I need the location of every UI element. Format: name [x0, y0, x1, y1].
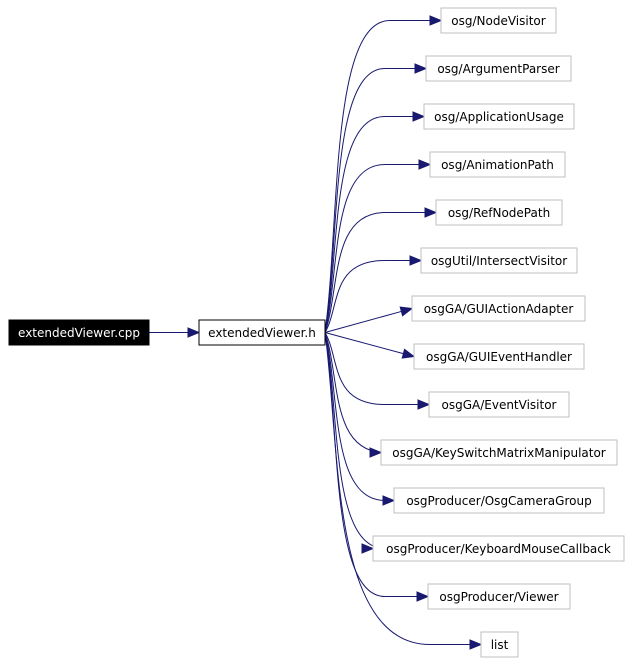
edge-arrowhead [401, 348, 416, 359]
edge-header-to-include [324, 116, 413, 333]
include-node[interactable]: list [480, 631, 519, 658]
edge-header-to-include [324, 332, 470, 645]
edge-arrowhead [382, 495, 396, 506]
edge-arrowhead [424, 207, 438, 218]
edge-arrowhead [412, 111, 426, 122]
include-node-label: list [491, 638, 509, 652]
edge-arrowhead [187, 327, 201, 338]
include-node-box [380, 439, 618, 466]
include-node-box [413, 343, 585, 370]
edge-arrowhead [417, 399, 431, 410]
include-node[interactable]: osgProducer/OsgCameraGroup [393, 487, 605, 514]
include-node-label: osgGA/EventVisitor [442, 398, 557, 412]
include-node[interactable]: osg/ArgumentParser [425, 55, 572, 82]
include-node[interactable]: osgUtil/IntersectVisitor [420, 247, 578, 274]
include-node-box [428, 391, 570, 418]
include-node-box [420, 247, 578, 274]
include-node-label: osg/RefNodePath [448, 206, 550, 220]
include-node-box [372, 535, 625, 562]
edge-header-to-include [324, 310, 402, 333]
edge-arrowhead [369, 447, 383, 458]
include-node-label: osgGA/KeySwitchMatrixManipulator [392, 446, 606, 460]
edge-arrowhead [429, 15, 443, 26]
include-node-label: osgProducer/Viewer [439, 590, 558, 604]
include-node-label: osgProducer/KeyboardMouseCallback [386, 542, 611, 556]
edge-arrowhead [399, 306, 414, 317]
include-node-box [423, 103, 575, 130]
edge-arrowhead [416, 591, 430, 602]
header-node[interactable]: extendedViewer.h [198, 319, 326, 346]
edge-header-to-include [324, 164, 419, 333]
include-node[interactable]: osgGA/GUIEventHandler [413, 343, 585, 370]
include-node-box [480, 631, 519, 658]
edge-header-to-include [324, 212, 425, 333]
include-node-box [393, 487, 605, 514]
include-node[interactable]: osgGA/EventVisitor [428, 391, 570, 418]
include-node-label: osg/ArgumentParser [437, 62, 559, 76]
nodes: extendedViewer.cpp extendedViewer.h osg/… [8, 7, 625, 658]
include-node[interactable]: osgGA/KeySwitchMatrixManipulator [380, 439, 618, 466]
include-node[interactable]: osg/AnimationPath [429, 151, 566, 178]
edge-header-to-include [324, 68, 415, 333]
include-node-label: osgUtil/IntersectVisitor [431, 254, 567, 268]
root-node[interactable]: extendedViewer.cpp [8, 319, 150, 346]
include-node-box [427, 583, 571, 610]
edges [149, 15, 483, 650]
edge-header-to-include [324, 332, 404, 355]
include-node[interactable]: osg/NodeVisitor [440, 7, 557, 34]
edge-header-to-include [324, 332, 386, 501]
edge-arrowhead [418, 159, 432, 170]
include-node-label: osgGA/GUIEventHandler [426, 350, 572, 364]
include-node-box [440, 7, 557, 34]
include-node-label: osg/ApplicationUsage [434, 110, 564, 124]
edge-header-to-include [324, 260, 410, 333]
edge-header-to-include [324, 20, 430, 333]
edge-arrowhead [414, 63, 428, 74]
header-node-label: extendedViewer.h [208, 326, 316, 340]
include-node[interactable]: osgGA/GUIActionAdapter [411, 295, 586, 322]
include-node-box [411, 295, 586, 322]
include-node-box [429, 151, 566, 178]
root-node-label: extendedViewer.cpp [18, 326, 140, 340]
include-node-label: osgProducer/OsgCameraGroup [406, 494, 591, 508]
include-node[interactable]: osgProducer/Viewer [427, 583, 571, 610]
edge-header-to-include [324, 332, 418, 405]
include-node[interactable]: osgProducer/KeyboardMouseCallback [372, 535, 625, 562]
edge-arrowhead [361, 543, 375, 554]
include-node-label: osg/AnimationPath [441, 158, 554, 172]
edge-arrowhead [469, 639, 483, 650]
include-node-box [435, 199, 563, 226]
include-node[interactable]: osg/RefNodePath [435, 199, 563, 226]
include-node-box [425, 55, 572, 82]
edge-header-to-include [324, 332, 417, 597]
include-node[interactable]: osg/ApplicationUsage [423, 103, 575, 130]
include-node-label: osgGA/GUIActionAdapter [424, 302, 574, 316]
edge-arrowhead [409, 255, 423, 266]
include-node-label: osg/NodeVisitor [451, 14, 545, 28]
